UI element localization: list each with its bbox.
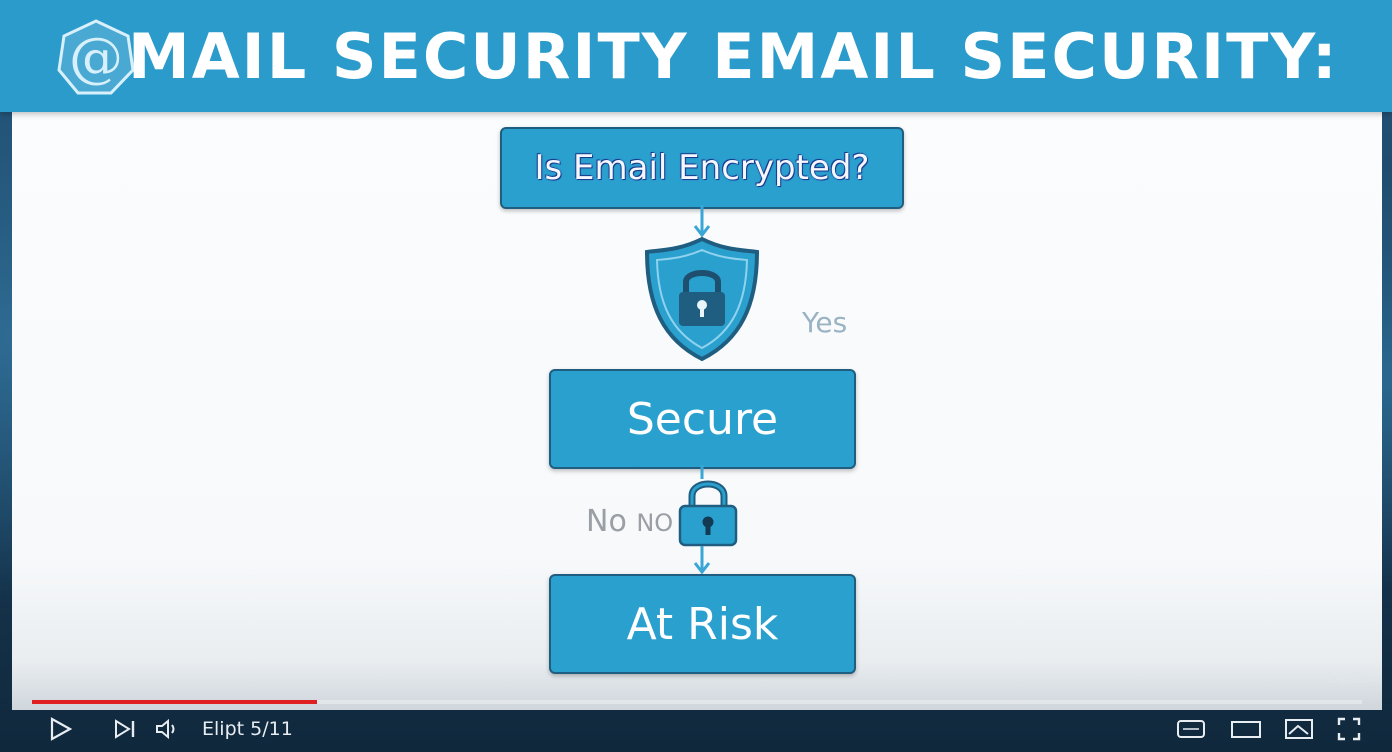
connector-secure-to-lock [700,465,704,479]
email-at-logo-icon: @ [57,19,135,95]
next-icon [115,719,135,739]
arrow-question-to-shield [693,205,711,238]
play-button[interactable] [44,714,76,744]
miniplayer-button[interactable] [1282,714,1316,744]
volume-icon [156,718,175,740]
next-button[interactable] [110,714,140,744]
progress-bar[interactable] [32,700,1362,704]
shield-lock-icon [644,236,760,362]
risk-label: At Risk [626,598,779,650]
duration-badge: L4:23 [1326,668,1371,687]
at-risk-node: At Risk [549,574,856,674]
theater-mode-button[interactable] [1228,714,1264,744]
fullscreen-icon [1337,717,1361,741]
volume-button[interactable] [152,714,182,744]
progress-bar-fill [32,700,317,704]
time-display: Elipt 5/11 [202,718,293,740]
secure-node: Secure [549,369,856,469]
no-label: No NO [586,504,673,539]
question-node: Is Email Encrypted? [500,127,904,209]
miniplayer-icon [1285,719,1313,739]
at-logo-glyph: @ [69,26,123,89]
no-label-small: NO [636,509,674,537]
no-label-main: No [586,504,627,539]
page-title: MAIL SECURITY EMAIL SECURITY: [128,20,1339,93]
question-label: Is Email Encrypted? [534,148,870,188]
settings-icon [1177,720,1205,738]
yes-label: Yes [802,306,848,339]
secure-label: Secure [626,393,779,445]
fullscreen-button[interactable] [1334,714,1364,744]
play-icon [50,717,73,741]
title-banner: @ MAIL SECURITY EMAIL SECURITY: [0,0,1392,112]
theater-mode-icon [1231,721,1261,738]
arrow-lock-to-risk [693,546,711,574]
padlock-icon [678,480,738,547]
settings-button[interactable] [1174,714,1208,744]
